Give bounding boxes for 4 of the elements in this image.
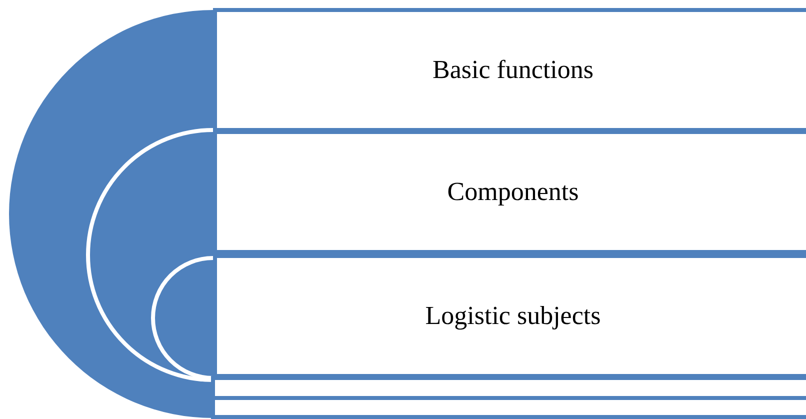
layer-label: Logistic subjects	[425, 301, 601, 331]
layer-label: Components	[447, 177, 579, 207]
layer-box	[213, 8, 806, 132]
layer-label: Basic functions	[432, 55, 594, 85]
